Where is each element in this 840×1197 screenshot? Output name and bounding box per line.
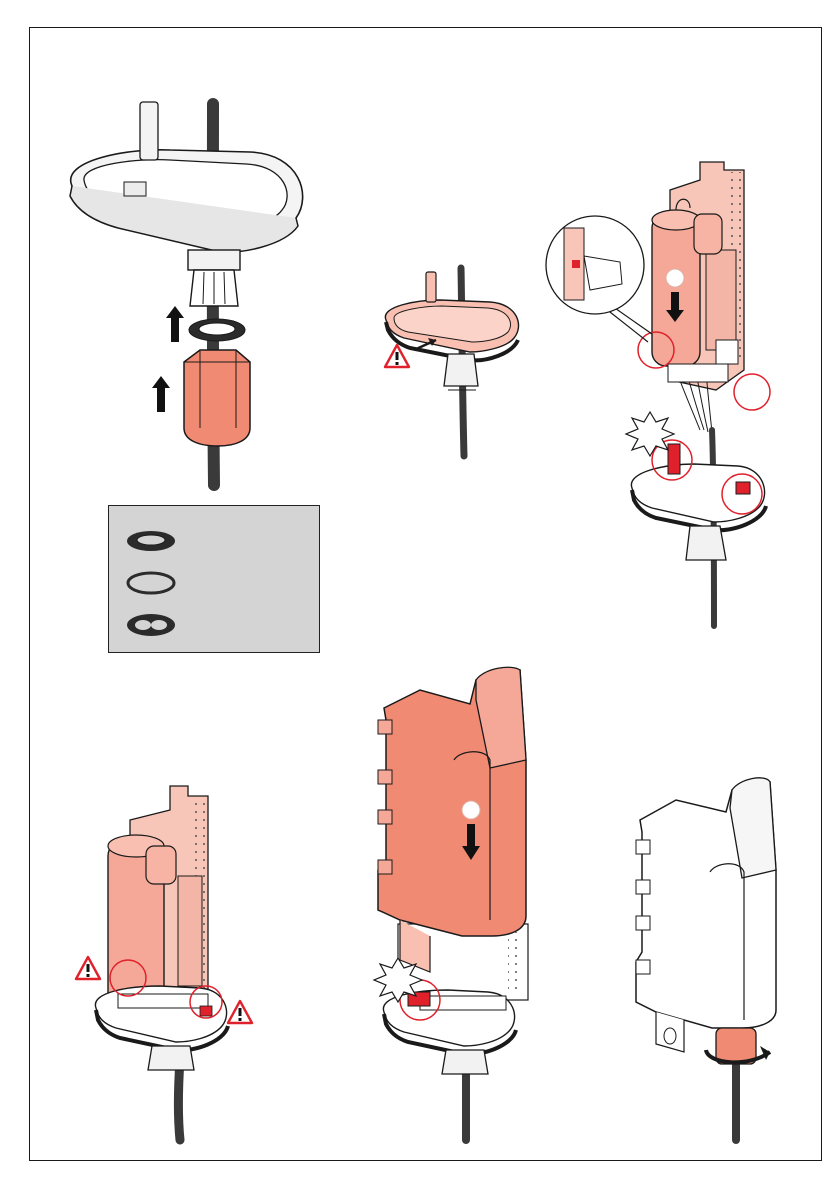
zoom-callout-icon (546, 216, 652, 342)
base-tray (70, 102, 303, 252)
legend-item (125, 610, 305, 640)
seal-legend (108, 505, 320, 653)
legend-item (125, 526, 305, 556)
housing-cover (378, 667, 526, 972)
gland-body (188, 250, 240, 306)
click-burst-icon (374, 958, 422, 1002)
warning-triangle-icon (76, 957, 100, 979)
flat-washer (189, 319, 245, 341)
dual-hole-seal-icon (125, 610, 181, 640)
click-burst-icon (626, 412, 674, 456)
step-base-seal-check (385, 268, 519, 456)
warning-triangle-icon (228, 1001, 252, 1023)
legend-item (125, 568, 305, 598)
arrow-up-icon (166, 306, 184, 342)
step-final-tightening (636, 778, 776, 1140)
step-cable-gland-assembly (70, 102, 303, 485)
o-ring-icon (125, 568, 181, 598)
gland-nut (184, 350, 250, 446)
step-connector-check (76, 786, 252, 1140)
step-board-insertion (546, 162, 770, 626)
step-cover-mounting (374, 667, 528, 1140)
arrow-up-icon (152, 376, 170, 412)
flat-washer-icon (125, 526, 181, 556)
